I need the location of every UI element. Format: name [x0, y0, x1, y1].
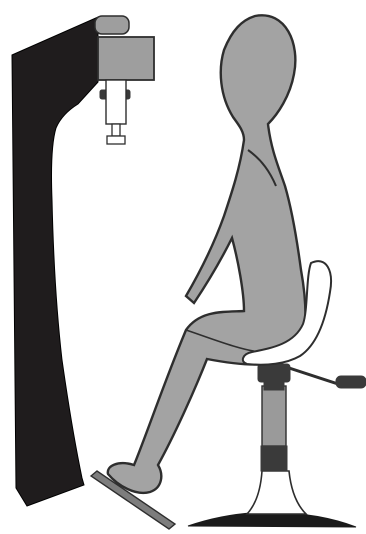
spindle-rod	[112, 124, 120, 136]
press-head-block	[98, 37, 154, 80]
stool-column-joint	[264, 382, 284, 390]
stool-column-lower-band	[261, 446, 287, 471]
press-frame	[12, 17, 98, 506]
stool-foot	[247, 471, 306, 514]
press-top-cap	[95, 16, 129, 34]
spindle-tip	[107, 136, 125, 144]
stool-column	[262, 386, 286, 446]
stool-height-lever	[283, 366, 338, 384]
stool-lever-knob	[336, 376, 366, 388]
spindle-body	[106, 80, 126, 124]
stool-seat-mechanism	[258, 364, 290, 382]
